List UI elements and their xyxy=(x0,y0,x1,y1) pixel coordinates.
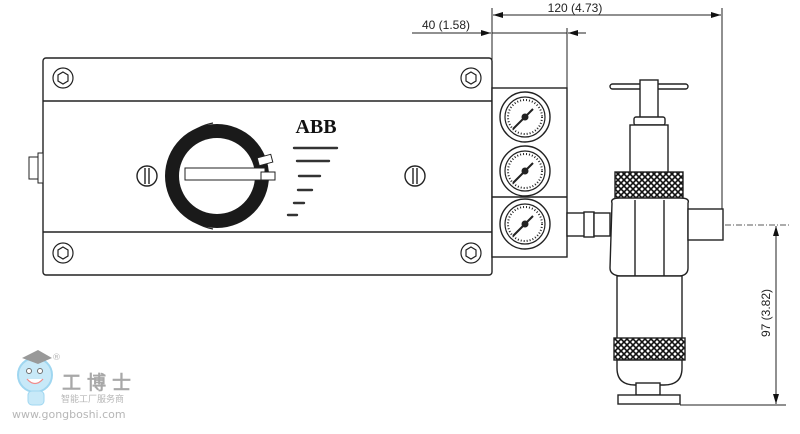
dimension-lines xyxy=(412,8,790,406)
dimension-gauge-block-width: 40 (1.58) xyxy=(422,18,470,32)
pressure-gauge-icon xyxy=(499,198,551,250)
dimension-overall-width: 120 (4.73) xyxy=(548,1,603,15)
filter-regulator xyxy=(566,79,724,405)
abb-logo: ABB xyxy=(295,116,336,138)
dimension-height: 97 (3.82) xyxy=(759,289,773,337)
scale-marks xyxy=(286,146,339,217)
watermark-subtitle: 智能工厂服务商 xyxy=(61,393,124,405)
watermark: ® 工博士 智能工厂服务商 www.gongboshi.com xyxy=(12,350,137,421)
pressure-gauges xyxy=(499,91,551,250)
pressure-gauge-icon xyxy=(499,145,551,197)
position-indicator-knob xyxy=(165,122,276,230)
mascot-icon xyxy=(17,350,53,406)
watermark-title: 工博士 xyxy=(62,371,137,394)
slotted-screws xyxy=(136,165,426,187)
watermark-url: www.gongboshi.com xyxy=(12,408,126,421)
cover-screws xyxy=(52,67,482,264)
watermark-registered: ® xyxy=(52,353,61,363)
pressure-gauge-icon xyxy=(499,91,551,143)
